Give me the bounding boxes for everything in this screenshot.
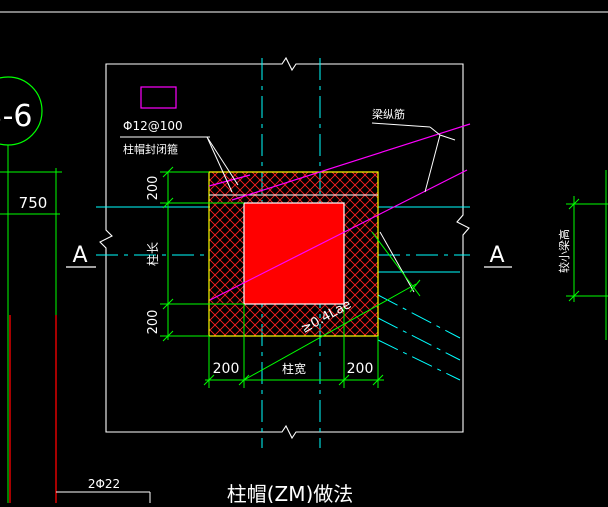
right-beam-dimension [566, 170, 608, 340]
section-left: A [72, 243, 87, 268]
leader-lines [120, 122, 456, 293]
section-right: A [489, 243, 504, 268]
cap-outline [99, 56, 470, 440]
secondary-beam-height: 较小梁高 [557, 229, 571, 273]
grid-bubble-label: 3-6 [0, 99, 33, 134]
col-width: 柱宽 [282, 361, 306, 376]
anchorage-dimension [243, 231, 421, 381]
col-length: 柱长 [145, 242, 160, 266]
left-dimensions [160, 166, 244, 342]
beam-long-rebar: 梁纵筋 [372, 107, 405, 121]
column-section [243, 202, 345, 305]
view-marker-box [140, 86, 177, 109]
dim-200-bottom-left: 200 [213, 361, 240, 377]
beam-rebars [208, 123, 471, 301]
dim-750: 750 [19, 194, 48, 212]
dim-200-top: 200 [146, 176, 161, 201]
cap-closed-stirrup: 柱帽封闭箍 [123, 142, 178, 156]
bottom-dimensions [203, 304, 384, 388]
drawing-title: 柱帽(ZM)做法 [227, 482, 354, 503]
rebar-bottom: 2Φ22 [88, 477, 120, 491]
rebar-spec: Φ12@100 [123, 119, 183, 133]
dim-200-bottom-right: 200 [347, 361, 374, 377]
dim-200-mid: 200 [146, 310, 161, 335]
